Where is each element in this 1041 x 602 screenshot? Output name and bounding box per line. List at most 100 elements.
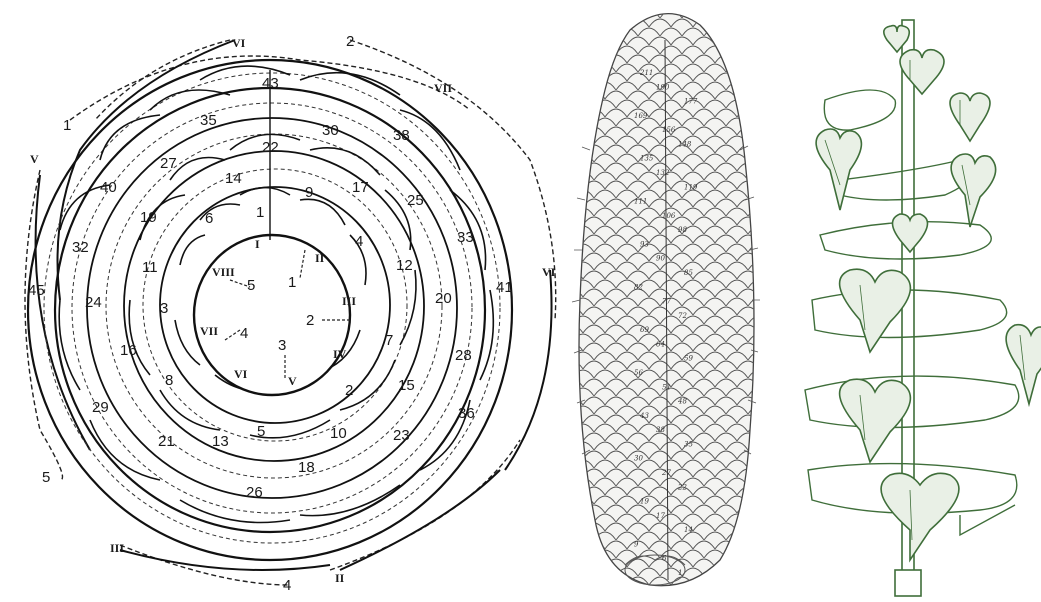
scale-number: 18 [298, 459, 315, 476]
scale-number: 35 [200, 112, 217, 129]
cone-scale-label: 90 [656, 255, 665, 263]
cone-scale-label: 51 [662, 383, 671, 391]
scale-number: 41 [496, 279, 513, 296]
scale-number: 40 [100, 179, 117, 196]
scale-number: 20 [435, 290, 452, 307]
scale-number: 8 [165, 372, 173, 389]
scale-number: 21 [158, 433, 175, 450]
cone-scale-label: 35 [684, 440, 693, 448]
roman-numeral: IV [333, 347, 347, 361]
scale-number: 15 [398, 377, 415, 394]
scale-number: 1 [256, 204, 264, 221]
scale-number: 38 [393, 127, 410, 144]
cone-scale-label: 119 [684, 183, 698, 191]
scale-number: 11 [142, 259, 158, 276]
scale-number: 29 [92, 399, 109, 416]
cone-scale-label: 6 [662, 555, 667, 563]
cone-scale-label: 30 [634, 455, 643, 463]
scale-number: 22 [262, 139, 279, 156]
outer-number: 5 [42, 469, 50, 486]
center-number: 3 [278, 337, 286, 354]
scale-number: 30 [322, 122, 339, 139]
roman-numeral: V [288, 374, 297, 388]
cone-scale-label: 69 [640, 326, 649, 334]
scale-number: 4 [355, 233, 363, 250]
scale-number: 2 [345, 382, 353, 399]
cone-scale-label: 72 [678, 312, 687, 320]
cone-scale-label: 77 [662, 298, 671, 306]
scale-number: 26 [246, 484, 263, 501]
scale-number: 36 [458, 405, 475, 422]
roman-numeral: VIII [212, 265, 235, 279]
roman-numeral: VI [234, 367, 248, 381]
scale-number: 27 [160, 155, 177, 172]
center-number: 4 [240, 325, 248, 342]
scale-number: 10 [330, 425, 347, 442]
phyllotaxis-diagram: 43 35 30 38 22 27 14 9 17 25 40 1 19 6 4… [25, 33, 556, 594]
cone-scale-label: 64 [656, 340, 665, 348]
scale-number: 9 [305, 184, 313, 201]
cone-scale-label: 93 [640, 240, 649, 248]
cone-scale-label: 106 [662, 212, 676, 220]
cone-scale-label: 27 [661, 469, 671, 477]
cone-scale-label: 59 [684, 355, 693, 363]
cone-scale-label: 14 [684, 526, 693, 534]
cone-scale-label: 111 [634, 198, 647, 206]
center-number: 2 [306, 312, 314, 329]
cone-scale-label: 82 [634, 283, 643, 291]
scale-number: 16 [120, 342, 137, 359]
scale-number: 7 [385, 332, 393, 349]
scale-number: 12 [396, 257, 413, 274]
scale-number: 28 [455, 347, 472, 364]
cone-scale-label: 148 [678, 140, 692, 148]
scale-number: 13 [212, 433, 229, 450]
cone-scale-label: 43 [639, 412, 649, 420]
cone-scale-label: 135 [640, 155, 654, 163]
cone-scale-label: 211 [639, 69, 653, 77]
cone-scale-label: 9 [634, 540, 639, 548]
roman-numeral: II [315, 251, 325, 265]
spruce-cone-illustration: 2111901771691561481351321191111069893908… [570, 0, 770, 600]
scale-number: 6 [205, 210, 213, 227]
roman-numeral: III [110, 541, 124, 555]
roman-numeral: VI [542, 265, 556, 279]
cone-scale-label: 17 [656, 512, 665, 520]
scale-number: 32 [72, 239, 89, 256]
cone-scale-label: 1 [678, 569, 682, 577]
scale-number: 24 [85, 294, 102, 311]
cone-scale-label: 19 [640, 498, 649, 506]
cone-scale-label: 38 [656, 426, 665, 434]
roman-numeral: II [335, 571, 345, 585]
scale-number: 45 [28, 282, 45, 299]
cone-scale-label: 48 [677, 398, 687, 406]
scale-number: 43 [262, 75, 279, 92]
outer-number: 1 [63, 117, 71, 134]
scale-number: 19 [140, 209, 157, 226]
scale-number: 17 [352, 179, 369, 196]
cone-scale-label: 56 [634, 369, 643, 377]
cone-scale-label: 190 [656, 83, 670, 91]
roman-numeral: VI [232, 36, 246, 50]
cone-scale-label: 132 [656, 169, 670, 177]
cone-scale-label: 22 [677, 483, 687, 491]
roman-numeral: VII [434, 81, 452, 95]
cone-scale-label: 85 [684, 269, 693, 277]
cone-scale-label: 98 [678, 226, 687, 234]
roman-numeral: VII [200, 324, 218, 338]
roman-numeral: V [30, 152, 39, 166]
scale-number: 3 [160, 300, 168, 317]
outer-number: 4 [283, 577, 291, 594]
center-number: 1 [288, 274, 296, 291]
scale-number: 5 [257, 423, 265, 440]
cone-scale-label: 177 [684, 98, 698, 106]
scale-number: 33 [457, 229, 474, 246]
scale-number: 25 [407, 192, 424, 209]
climbing-vine-illustration [805, 20, 1041, 596]
cone-scale-label: 156 [662, 126, 676, 134]
roman-numeral: I [255, 237, 260, 251]
outer-number: 2 [346, 33, 354, 50]
scale-number: 23 [393, 427, 410, 444]
scale-number: 14 [225, 170, 242, 187]
roman-numeral: III [342, 294, 356, 308]
